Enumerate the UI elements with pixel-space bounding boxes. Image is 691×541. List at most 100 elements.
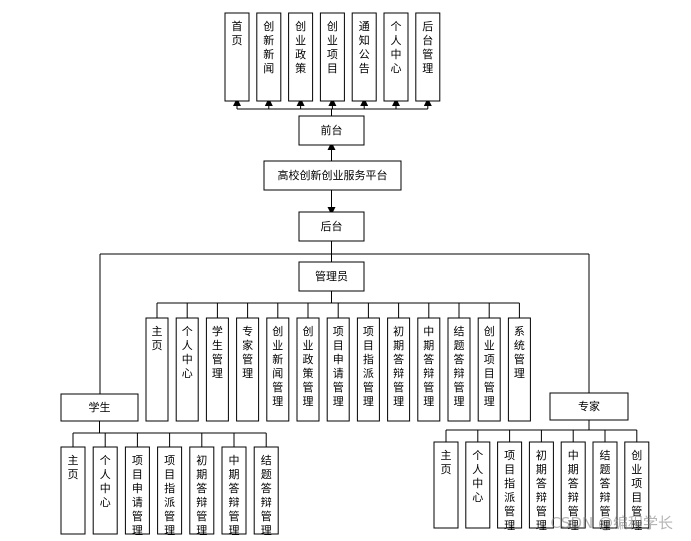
frontend-module-6: 后台管理 <box>415 12 441 102</box>
admin-module-2: 学生管理 <box>205 317 229 422</box>
frontend-module-label: 创业项目 <box>327 20 338 75</box>
expert-module-label: 个人中心 <box>472 449 483 504</box>
admin-module-box <box>205 317 229 422</box>
admin-module-6: 项目申请管理 <box>326 317 350 422</box>
frontend-module-box <box>319 12 345 102</box>
expert-node: 专家 <box>549 392 629 421</box>
student-module-box <box>60 446 86 535</box>
admin-module-label: 初期答辩管理 <box>393 324 404 408</box>
student-module-5: 中期答辩管理 <box>221 446 247 537</box>
expert-label: 专家 <box>578 399 600 413</box>
student-module-label: 中期答辩管理 <box>229 454 240 537</box>
admin-module-10: 结题答辩管理 <box>447 317 471 422</box>
student-node: 学生 <box>60 393 139 422</box>
admin-module-label: 中期答辩管理 <box>423 325 434 408</box>
expert-modules: 主页 个人中心 项目指派管理 初期答辩管理 中期答辩管理 结题答辩管理 创业项目管理 <box>433 441 650 532</box>
frontend-module-label: 创新新闻 <box>263 20 274 75</box>
platform-label: 高校创新创业服务平台 <box>278 168 388 182</box>
admin-module-12: 系统管理 <box>507 317 531 422</box>
student-module-box <box>189 446 215 535</box>
frontend-label: 前台 <box>321 123 343 137</box>
admin-module-9: 中期答辩管理 <box>417 317 441 422</box>
student-modules: 主页 个人中心 项目申请管理 项目指派管理 初期答辩管理 中期答辩管理 结题答辩管理 <box>60 446 279 537</box>
student-module-box <box>92 446 118 535</box>
student-module-label: 项目申请管理 <box>132 454 143 537</box>
student-module-3: 项目指派管理 <box>157 446 183 537</box>
frontend-module-label: 首页 <box>232 19 243 47</box>
frontend-module-box <box>383 12 409 102</box>
expert-module-box <box>497 441 523 529</box>
admin-module-label: 主页 <box>152 325 163 352</box>
frontend-module-0: 首页 <box>224 12 250 102</box>
admin-module-5: 创业政策管理 <box>296 317 320 422</box>
platform-node: 高校创新创业服务平台 <box>263 160 402 191</box>
admin-module-box <box>236 317 260 422</box>
frontend-module-5: 个人中心 <box>383 12 409 102</box>
expert-module-6: 创业项目管理 <box>624 441 650 532</box>
admin-module-0: 主页 <box>145 317 169 422</box>
expert-module-label: 结题答辩管理 <box>600 449 611 532</box>
admin-module-label: 创业政策管理 <box>303 325 314 408</box>
admin-module-box <box>447 317 471 422</box>
student-module-box <box>253 446 279 535</box>
student-module-box <box>221 446 247 535</box>
admin-module-label: 项目指派管理 <box>363 325 374 408</box>
watermark: CSDN @编程学长 <box>550 514 673 532</box>
student-module-4: 初期答辩管理 <box>189 446 215 537</box>
admin-module-box <box>356 317 380 422</box>
backend-node: 后台 <box>298 211 365 242</box>
student-module-label: 个人中心 <box>100 454 111 509</box>
admin-label: 管理员 <box>315 269 348 283</box>
admin-modules: 主页个人中心学生管理专家管理创业新闻管理创业政策管理项目申请管理项目指派管理初期… <box>145 317 531 422</box>
frontend-module-box <box>224 12 250 102</box>
frontend-module-2: 创业政策 <box>288 12 314 102</box>
frontend-module-box <box>256 12 282 102</box>
student-module-6: 结题答辩管理 <box>253 446 279 537</box>
student-module-1: 个人中心 <box>92 446 118 535</box>
connector-lines <box>72 98 638 447</box>
expert-module-box <box>528 441 554 529</box>
frontend-module-label: 创业政策 <box>295 20 306 75</box>
admin-module-box <box>296 317 320 422</box>
admin-module-7: 项目指派管理 <box>356 317 380 422</box>
admin-module-box <box>266 317 290 422</box>
admin-module-8: 初期答辩管理 <box>387 317 411 422</box>
expert-module-box <box>624 441 650 529</box>
admin-module-4: 创业新闻管理 <box>266 317 290 422</box>
admin-module-label: 系统管理 <box>514 325 525 380</box>
admin-module-box <box>145 317 169 422</box>
backend-label: 后台 <box>321 219 343 233</box>
student-module-label: 项目指派管理 <box>164 454 175 537</box>
admin-module-box <box>387 317 411 422</box>
admin-module-11: 创业项目管理 <box>477 317 501 422</box>
frontend-module-3: 创业项目 <box>319 12 345 102</box>
student-module-label: 主页 <box>68 454 79 481</box>
admin-module-box <box>477 317 501 422</box>
admin-module-box <box>507 317 531 422</box>
expert-module-1: 个人中心 <box>465 441 491 529</box>
admin-module-label: 创业项目管理 <box>484 325 495 408</box>
expert-module-label: 创业项目管理 <box>631 449 642 532</box>
expert-module-label: 项目指派管理 <box>504 449 515 532</box>
student-module-0: 主页 <box>60 446 86 535</box>
admin-module-box <box>175 317 199 422</box>
admin-module-label: 创业新闻管理 <box>272 325 283 408</box>
student-label: 学生 <box>89 400 111 414</box>
admin-module-1: 个人中心 <box>175 317 199 422</box>
admin-module-box <box>417 317 441 422</box>
frontend-module-1: 创新新闻 <box>256 12 282 102</box>
admin-node: 管理员 <box>298 261 365 292</box>
admin-module-label: 结题答辩管理 <box>454 325 465 408</box>
admin-module-label: 个人中心 <box>182 325 193 380</box>
frontend-module-box <box>415 12 441 102</box>
expert-module-0: 主页 <box>433 441 459 529</box>
frontend-module-label: 后台管理 <box>422 20 433 75</box>
expert-module-5: 结题答辩管理 <box>592 441 618 532</box>
expert-module-box <box>592 441 618 529</box>
expert-module-4: 中期答辩管理 <box>560 441 586 532</box>
expert-module-3: 初期答辩管理 <box>528 441 554 532</box>
frontend-module-box <box>288 12 314 102</box>
frontend-module-box <box>351 12 377 102</box>
expert-module-label: 初期答辩管理 <box>536 448 547 532</box>
